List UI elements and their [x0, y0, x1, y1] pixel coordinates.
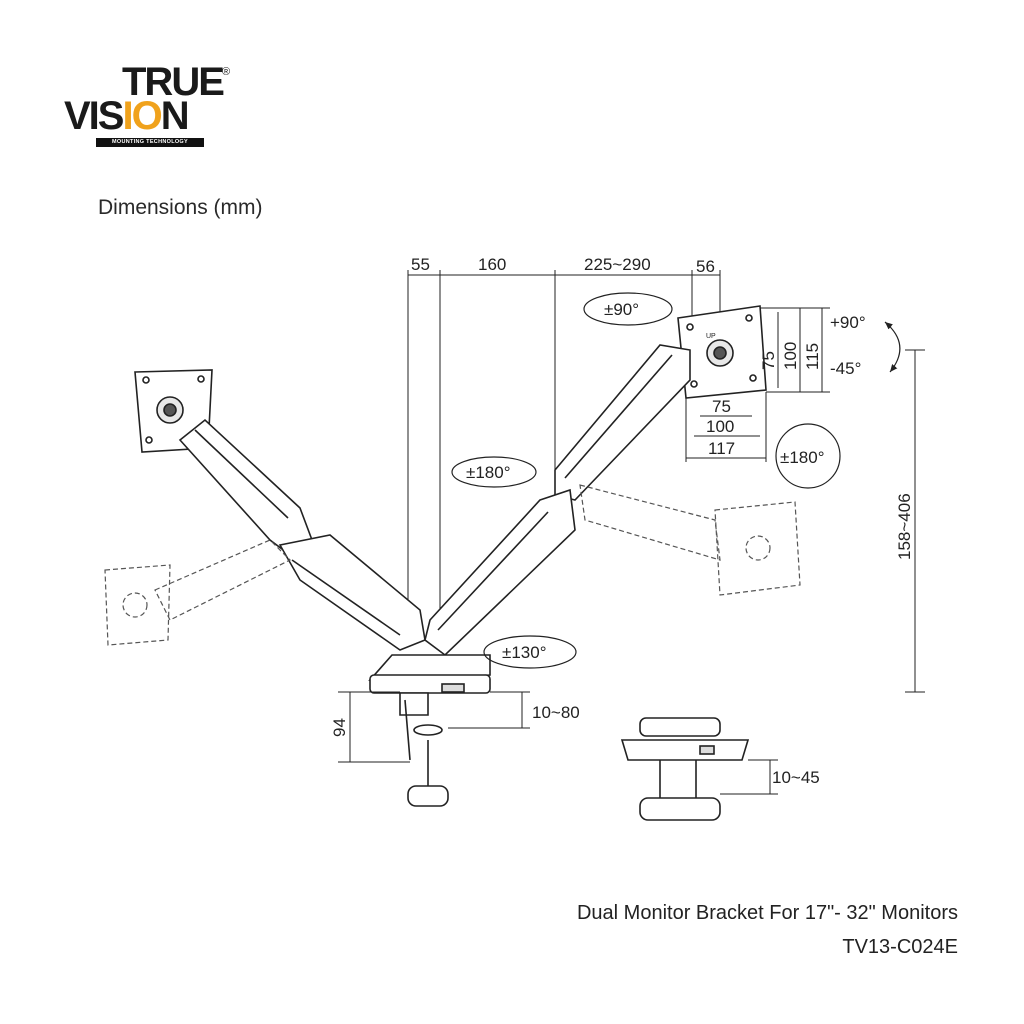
height-dimension-lines — [905, 349, 925, 693]
logo-word-true: TRUE — [122, 60, 225, 104]
tilt-arrow — [884, 321, 901, 373]
rotation-arm — [451, 456, 537, 488]
left-arm — [178, 418, 426, 651]
logo-vision-accent: IO — [122, 94, 162, 138]
desk-clamp-base — [368, 654, 491, 807]
logo-tagline: MOUNTING TECHNOLOGY — [96, 138, 204, 147]
rotation-base — [483, 635, 577, 669]
grommet-dimension-lines — [720, 759, 778, 795]
dim-label-55: 55 — [411, 255, 430, 274]
vesa-h-75: 75 — [712, 397, 731, 416]
vesa-h-117: 117 — [708, 439, 735, 458]
logo-word-vision: VISION — [64, 94, 190, 138]
dim-label-160: 160 — [478, 255, 506, 274]
rotation-base-label: ±130° — [502, 643, 547, 662]
left-arm-ghost — [104, 539, 292, 646]
top-dimension-lines — [407, 270, 721, 625]
height-range-label: 158~406 — [895, 493, 914, 560]
clamp-height-label: 94 — [330, 718, 349, 737]
rotation-swivel-top-label: ±90° — [604, 300, 639, 319]
vesa-v-100: 100 — [781, 342, 800, 370]
grommet-base — [620, 717, 750, 821]
dimensions-heading: Dimensions (mm) — [98, 196, 263, 219]
right-vesa-plate — [677, 305, 767, 399]
desk-clamp-label: 10~80 — [532, 703, 580, 722]
rotation-swivel-top — [583, 292, 673, 326]
grommet-label: 10~45 — [772, 768, 820, 787]
vesa-h-100: 100 — [706, 417, 734, 436]
rotation-arm-label: ±180° — [466, 463, 511, 482]
product-model: TV13-C024E — [842, 936, 958, 958]
vesa-dimension-lines — [685, 307, 830, 462]
right-arm-ghost — [579, 484, 801, 596]
tilt-down-label: -45° — [830, 359, 861, 378]
logo-vision-start: VIS — [64, 94, 125, 138]
brand-logo: TRUE ® VISION MOUNTING TECHNOLOGY — [64, 62, 244, 154]
vesa-up-label: UP — [706, 333, 716, 340]
rotation-screen-label: ±180° — [780, 448, 825, 467]
product-title: Dual Monitor Bracket For 17"- 32" Monito… — [576, 902, 958, 924]
vesa-v-115: 115 — [803, 343, 822, 370]
dim-label-225-290: 225~290 — [584, 255, 651, 274]
dim-label-56: 56 — [696, 257, 715, 276]
logo-vision-end: N — [160, 94, 190, 138]
tilt-up-label: +90° — [830, 313, 866, 332]
logo-registered-mark: ® — [222, 66, 231, 78]
rotation-screen — [775, 423, 841, 489]
clamp-dimension-lines — [338, 691, 530, 763]
vesa-v-75: 75 — [759, 351, 778, 370]
right-arm — [424, 344, 691, 657]
